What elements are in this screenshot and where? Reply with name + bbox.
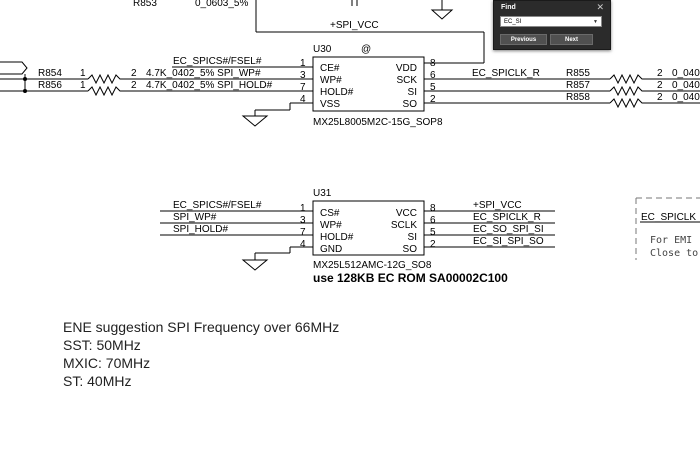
u31-pin-num: 8 [430,203,436,214]
u31-pin-num: 3 [300,215,306,226]
resistor-value: 0_040 [672,92,700,103]
side-box-note: Close to [650,248,698,259]
partial-value-r853: 0_0603_5% [195,0,248,9]
net-label: 4.7K_0402_5% SPI_HOLD# [146,80,273,91]
next-button[interactable]: Next [550,34,593,45]
u30-pin-name: CE# [320,63,340,74]
ground-symbol [241,115,269,127]
partial-ref-r853: R853 [133,0,157,9]
u30-pin-num: 4 [300,94,306,105]
resistor-symbol [87,85,145,97]
resistor-ref: R855 [566,68,590,79]
u31-pin-name: WP# [320,220,342,231]
resistor-ref: R857 [566,80,590,91]
u30-pin-name: WP# [320,75,342,86]
chevron-down-icon: ▼ [593,19,598,25]
resistor-pin: 2 [131,80,137,91]
u30-pin-name: HOLD# [320,87,354,98]
resistor-pin: 2 [657,80,663,91]
u31-pin-name: SO [403,244,418,255]
previous-button[interactable]: Previous [500,34,547,45]
u30-pin-num: 3 [300,70,306,81]
u31-pin-name: HOLD# [320,232,354,243]
net-spi-vcc-label: +SPI_VCC [330,20,379,31]
u31-pin-name: SI [408,232,417,243]
note-line: SST: 50MHz [63,337,141,353]
net-label: +SPI_VCC [473,200,522,211]
u30-pin-name: SCK [396,75,417,86]
u30-pin-num: 5 [430,82,436,93]
u30-marker: @ [361,44,371,55]
close-icon[interactable]: ✕ [596,2,604,12]
u31-pin-num: 5 [430,227,436,238]
u30-ref: U30 [313,44,332,55]
u30-pin-num: 8 [430,58,436,69]
resistor-symbol [87,73,145,85]
u31-pin-num: 4 [300,239,306,250]
u31-pin-num: 7 [300,227,306,238]
off-page-connector [0,61,28,75]
resistor-pin: 2 [131,68,137,79]
net-label: SPI_WP# [173,212,217,223]
note-line: MXIC: 70MHz [63,355,151,371]
u31-part-number: MX25L512AMC-12G_SO8 [313,260,432,271]
u31-pin-name: GND [320,244,342,255]
resistor-pin: 2 [657,92,663,103]
find-query-select[interactable]: EC_SI ▼ [500,16,602,27]
ground-symbol [241,259,269,271]
u31-pin-name: CS# [320,208,340,219]
resistor-ref: R856 [38,80,62,91]
net-label: EC_SPICLK [641,212,696,223]
resistor-pin: 1 [80,68,86,79]
u31-pin-num: 1 [300,203,306,214]
ground-symbol [430,9,454,20]
u30-pin-num: 6 [430,70,436,81]
u31-pin-name: SCLK [391,220,417,231]
net-label: EC_SPICLK_R [472,68,540,79]
resistor-symbol [609,73,700,85]
find-query-value: EC_SI [504,19,522,25]
frequency-notes: ENE suggestion SPI Frequency over 66MHz … [63,318,339,390]
u30-pin-name: SI [408,87,417,98]
note-line: ENE suggestion SPI Frequency over 66MHz [63,319,340,335]
u30-chip-body [312,56,425,112]
u30-pin-num: 2 [430,94,436,105]
resistor-pin: 1 [80,80,86,91]
note-line: ST: 40MHz [63,373,132,389]
u30-pin-name: VSS [320,99,340,110]
u31-note: use 128KB EC ROM SA00002C100 [313,271,508,285]
resistor-ref: R854 [38,68,62,79]
u30-part-number: MX25L8005M2C-15G_SOP8 [313,117,443,128]
u31-chip-body [312,200,425,256]
net-label: 4.7K_0402_5% SPI_WP# [146,68,261,79]
u30-pin-num: 7 [300,82,306,93]
net-label: EC_SPICS#/FSEL# [173,200,262,211]
resistor-pin: 2 [657,68,663,79]
u30-pin-name: VDD [396,63,417,74]
find-dialog: Find ✕ EC_SI ▼ Previous Next [493,0,611,50]
u31-pin-name: VCC [396,208,417,219]
resistor-ref: R858 [566,92,590,103]
net-label: SPI_HOLD# [173,224,228,235]
net-label: EC_SO_SPI_SI [473,224,544,235]
u31-pin-num: 2 [430,239,436,250]
resistor-value: 0_040 [672,80,700,91]
resistor-symbol [609,85,700,97]
side-box-note: For EMI [650,235,692,246]
resistor-value: 0_040 [672,68,700,79]
resistor-symbol [609,97,700,109]
net-label: EC_SPICS#/FSEL# [173,56,262,67]
find-dialog-title: Find [501,4,516,11]
u31-pin-num: 6 [430,215,436,226]
u30-pin-num: 1 [300,58,306,69]
net-label: EC_SI_SPI_SO [473,236,544,247]
net-label: EC_SPICLK_R [473,212,541,223]
u31-ref: U31 [313,188,332,199]
u30-pin-name: SO [403,99,418,110]
